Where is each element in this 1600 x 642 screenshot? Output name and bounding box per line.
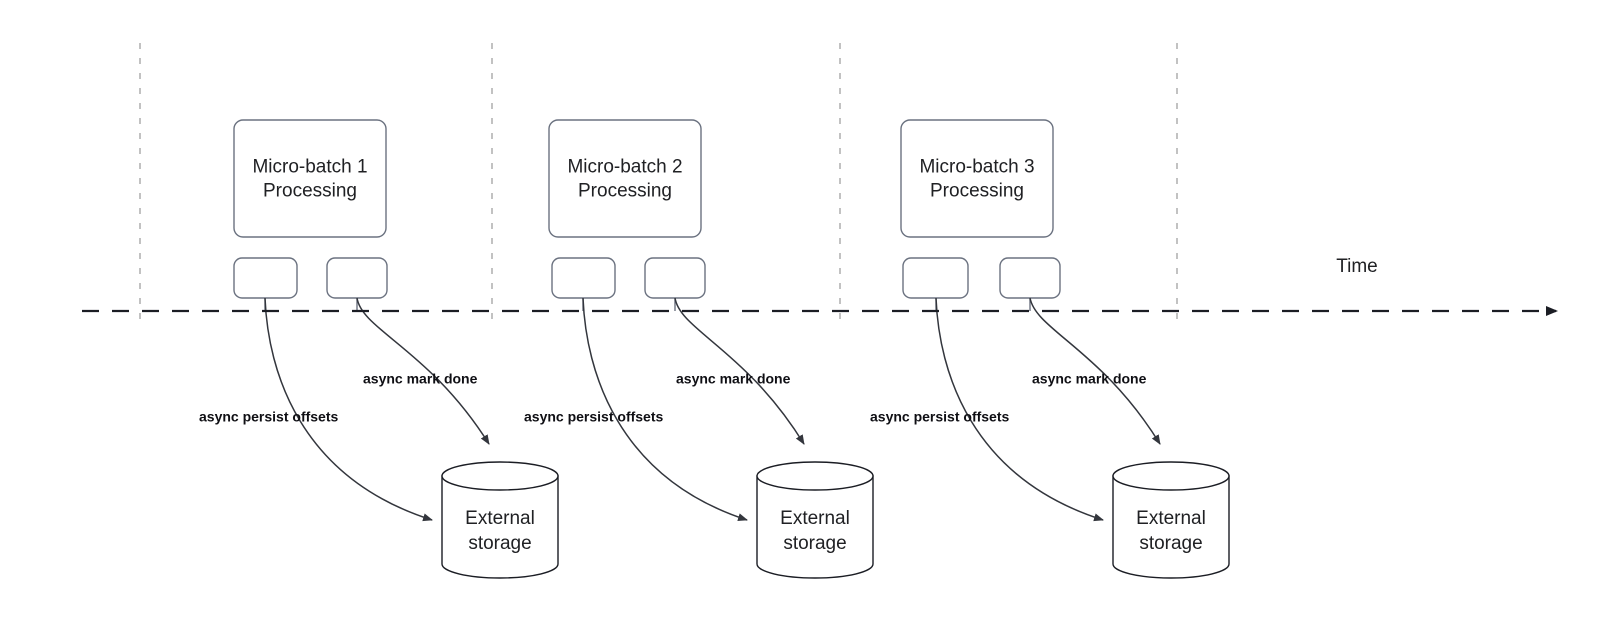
external-storage-cylinder-body-3[interactable] xyxy=(1112,475,1230,579)
external-storage-label-line2-2: storage xyxy=(783,533,846,554)
micro-batch-box-2[interactable] xyxy=(548,119,702,238)
external-storage-cylinder-top-2 xyxy=(756,461,874,491)
micro-batch-box-label-line2-3: Processing xyxy=(930,181,1024,202)
edge-persist-1-label: async persist offsets xyxy=(199,409,338,425)
time-axis: Time xyxy=(82,256,1558,316)
edge-persist-3-label: async persist offsets xyxy=(870,409,1009,425)
edge-markdone-2 xyxy=(674,297,805,445)
edge-markdone-2-label: async mark done xyxy=(676,371,791,387)
external-storage-label-line1-3: External xyxy=(1136,508,1206,529)
edge-persist-3 xyxy=(935,297,1104,522)
task-box-1-2[interactable] xyxy=(326,257,388,299)
micro-batch-box-1[interactable] xyxy=(233,119,387,238)
micro-batch-box-label-line2-1: Processing xyxy=(263,181,357,202)
time-axis-label: Time xyxy=(1336,256,1378,277)
external-storage-cylinder-top-1 xyxy=(441,461,559,491)
micro-batch-box-label-line1-2: Micro-batch 2 xyxy=(567,157,682,178)
micro-batch-box-label-line1-3: Micro-batch 3 xyxy=(919,157,1034,178)
external-storage-label-line2-3: storage xyxy=(1139,533,1202,554)
micro-batch-box-label-line2-2: Processing xyxy=(578,181,672,202)
edge-markdone-3 xyxy=(1029,297,1161,445)
task-box-3-1[interactable] xyxy=(902,257,969,299)
edge-markdone-3-label: async mark done xyxy=(1032,371,1147,387)
external-storage-label-line1-2: External xyxy=(780,508,850,529)
task-box-2-1[interactable] xyxy=(551,257,616,299)
micro-batch-box-label-line1-1: Micro-batch 1 xyxy=(252,157,367,178)
micro-batch-box-3[interactable] xyxy=(900,119,1054,238)
external-storage-cylinder-top-3 xyxy=(1112,461,1230,491)
vertical-guide-lines xyxy=(139,43,1178,325)
edge-persist-2 xyxy=(582,297,748,522)
task-box-1-1[interactable] xyxy=(233,257,298,299)
external-storage-label-line1-1: External xyxy=(465,508,535,529)
external-storage-label-line2-1: storage xyxy=(468,533,531,554)
edge-markdone-1-label: async mark done xyxy=(363,371,478,387)
edge-markdone-1 xyxy=(356,297,490,445)
task-box-2-2[interactable] xyxy=(644,257,706,299)
external-storage-cylinder-body-1[interactable] xyxy=(441,475,559,579)
edge-persist-2-label: async persist offsets xyxy=(524,409,663,425)
task-box-3-2[interactable] xyxy=(999,257,1061,299)
edge-persist-1 xyxy=(264,297,433,522)
external-storage-cylinder-body-2[interactable] xyxy=(756,475,874,579)
